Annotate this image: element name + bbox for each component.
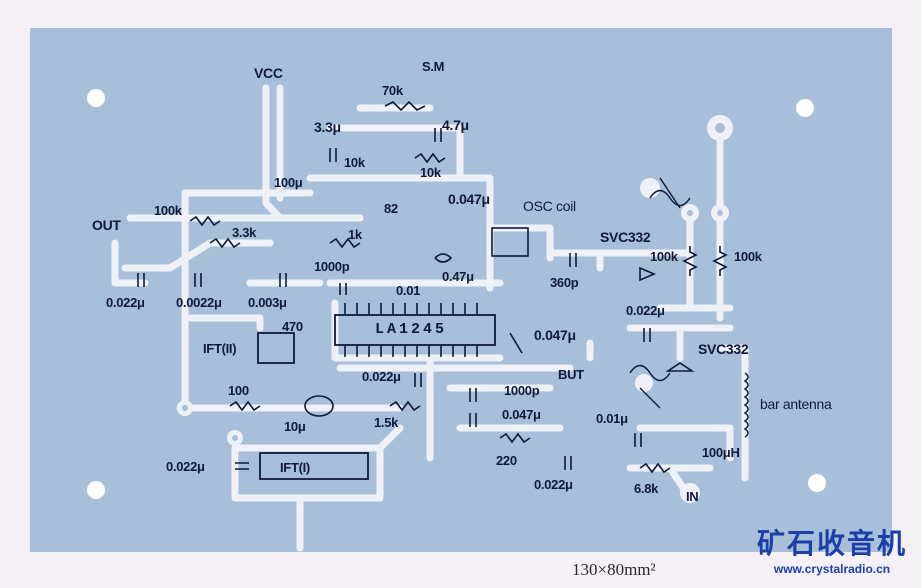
label-0022-a: 0.022μ — [106, 295, 145, 310]
label-osc-coil: OSC coil — [523, 198, 576, 214]
label-470: 470 — [282, 319, 303, 334]
ic-label: LA1245 — [375, 321, 448, 338]
board-dimensions: 130×80mm² — [572, 560, 656, 579]
label-100k-c: 100k — [734, 249, 762, 264]
label-vcc: VCC — [254, 65, 283, 81]
label-10u: 10μ — [284, 419, 306, 434]
watermark: 矿石收音机 www.crystalradio.cn — [752, 522, 912, 582]
label-6-8k: 6.8k — [634, 481, 659, 496]
label-0047-b: 0.047μ — [534, 327, 576, 343]
copper-traces — [87, 84, 826, 552]
label-0022-b: 0.022μ — [626, 303, 665, 318]
label-047: 0.47μ — [442, 269, 474, 284]
label-4-7u: 4.7μ — [442, 117, 469, 133]
label-82: 82 — [384, 201, 398, 216]
label-100u: 100μ — [274, 175, 303, 190]
pcb-board: VCC S.M 70k 3.3μ 4.7μ 10k 10k 100μ 0.047… — [30, 28, 892, 552]
label-100k-a: 100k — [154, 203, 182, 218]
label-out: OUT — [92, 217, 121, 233]
label-bar-antenna: bar antenna — [760, 396, 832, 412]
label-220: 220 — [496, 453, 517, 468]
label-ift1: IFT(I) — [280, 460, 310, 475]
label-001-a: 0.01 — [396, 283, 421, 298]
label-0003: 0.003μ — [248, 295, 287, 310]
label-100: 100 — [228, 383, 249, 398]
label-3-3u: 3.3μ — [314, 119, 341, 135]
label-100k-b: 100k — [650, 249, 678, 264]
label-0022-d: 0.022μ — [166, 459, 205, 474]
label-1-5k: 1.5k — [374, 415, 399, 430]
label-0022-e: 0.022μ — [534, 477, 573, 492]
label-ift2: IFT(II) — [203, 341, 237, 356]
label-0022-c: 0.022μ — [362, 369, 401, 384]
label-00022: 0.0022μ — [176, 295, 222, 310]
label-10k-a: 10k — [344, 155, 365, 170]
label-1k: 1k — [348, 227, 362, 242]
label-10k-b: 10k — [420, 165, 441, 180]
label-svc332-b: SVC332 — [698, 341, 749, 357]
watermark-url: www.crystalradio.cn — [773, 562, 891, 576]
label-0047-a: 0.047μ — [448, 191, 490, 207]
label-100uh: 100μH — [702, 445, 740, 460]
label-001-b: 0.01μ — [596, 411, 628, 426]
label-70k: 70k — [382, 83, 403, 98]
label-sm: S.M — [422, 59, 445, 74]
watermark-title: 矿石收音机 — [756, 527, 907, 560]
label-1000p-a: 1000p — [314, 259, 350, 274]
label-in: IN — [686, 489, 699, 504]
label-but: BUT — [558, 367, 584, 382]
label-3-3k: 3.3k — [232, 225, 257, 240]
label-0047-c: 0.047μ — [502, 407, 541, 422]
label-1000p-b: 1000p — [504, 383, 540, 398]
label-svc332-a: SVC332 — [600, 229, 651, 245]
label-360p: 360p — [550, 275, 579, 290]
